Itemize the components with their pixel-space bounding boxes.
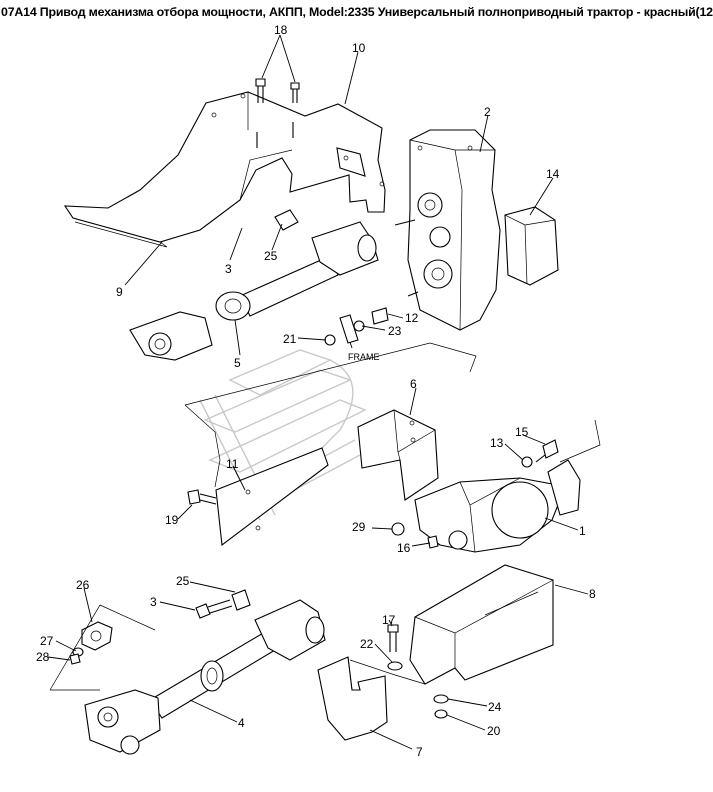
- callout-4: 4: [238, 716, 245, 730]
- part-cross-kit: [49, 604, 156, 691]
- part-housing-1: [414, 459, 581, 553]
- callout-25-lower: 25: [176, 574, 190, 588]
- callout-19: 19: [165, 513, 179, 527]
- callout-6: 6: [410, 377, 417, 391]
- part-bracket-6: [357, 409, 439, 501]
- callout-13: 13: [490, 436, 504, 450]
- part-upper-driveshaft: [129, 209, 379, 361]
- part-bolts-18: [255, 78, 300, 148]
- callout-28: 28: [36, 650, 50, 664]
- leader-lines: [47, 34, 589, 750]
- callout-27: 27: [40, 634, 54, 648]
- callout-12: 12: [405, 311, 419, 325]
- callout-8: 8: [589, 587, 596, 601]
- callout-24: 24: [488, 700, 502, 714]
- callout-17: 17: [382, 613, 396, 627]
- part-frame-plate: [184, 342, 601, 685]
- callout-20: 20: [487, 724, 501, 738]
- part-clip-bolt-lower: [195, 589, 251, 619]
- part-bolt-19: [187, 489, 217, 505]
- callout-23: 23: [388, 324, 402, 338]
- callout-25-upper: 25: [264, 249, 278, 263]
- frame-label: FRAME: [348, 352, 380, 362]
- callout-2: 2: [484, 105, 491, 119]
- part-lower-driveshaft: [84, 599, 326, 755]
- callout-18: 18: [274, 23, 288, 37]
- part-fasteners-29-16: [391, 522, 439, 549]
- diagram-title: 07A14 Привод механизма отбора мощности, …: [1, 5, 713, 19]
- callout-22: 22: [360, 637, 374, 651]
- callout-16: 16: [397, 541, 411, 555]
- part-cover-8: [409, 564, 554, 685]
- callout-26: 26: [76, 578, 90, 592]
- part-fasteners-13-15: [521, 439, 559, 468]
- watermark-logo: [199, 349, 367, 521]
- part-plate-11: [215, 447, 329, 547]
- callout-3-lower: 3: [150, 595, 157, 609]
- callout-10: 10: [352, 41, 366, 55]
- callout-5: 5: [234, 356, 241, 370]
- exploded-parts-diagram: 18 10 2 14 9 3 25 5 21 23 12 FRAME 6 13 …: [36, 23, 601, 759]
- part-fasteners-17-22-24-20: [387, 624, 449, 719]
- callout-21: 21: [283, 332, 297, 346]
- callout-7: 7: [416, 745, 423, 759]
- part-guard-housing: [63, 91, 386, 248]
- callout-labels: 18 10 2 14 9 3 25 5 21 23 12 FRAME 6 13 …: [36, 23, 596, 759]
- part-cover: [504, 206, 559, 286]
- callout-9: 9: [116, 285, 123, 299]
- callout-14: 14: [546, 167, 560, 181]
- callout-3-upper: 3: [225, 262, 232, 276]
- part-gearbox: [394, 129, 501, 331]
- callout-29: 29: [352, 520, 366, 534]
- part-bracket-7: [317, 656, 388, 741]
- part-frame-fasteners: [324, 307, 389, 346]
- callout-11: 11: [226, 457, 239, 471]
- callout-15: 15: [515, 425, 529, 439]
- callout-1: 1: [579, 524, 586, 538]
